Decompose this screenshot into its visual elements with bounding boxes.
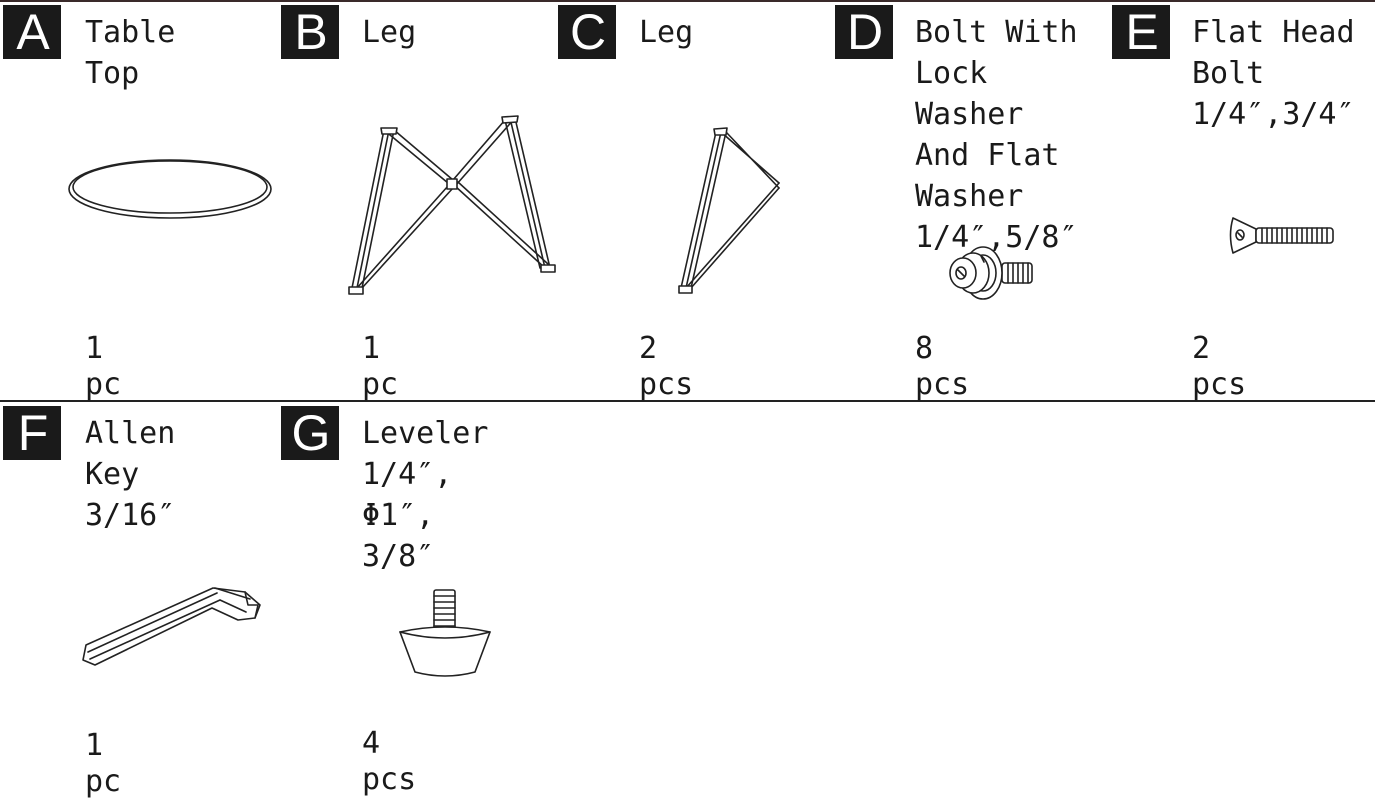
- part-quantity: 1 pc: [362, 331, 399, 402]
- leveler-icon: [399, 589, 491, 677]
- part-name: Leg: [362, 15, 417, 50]
- part-name: Flat Head Bolt 1/4″,3/4″: [1192, 15, 1355, 132]
- part-letter-badge: G: [281, 406, 339, 460]
- part-name: Table Top: [85, 15, 176, 91]
- part-name: Allen Key 3/16″: [85, 416, 176, 533]
- part-name: Leveler 1/4″, Φ1″, 3/8″: [362, 416, 489, 574]
- allen-key-icon: [82, 587, 261, 666]
- part-letter-badge: C: [558, 5, 616, 59]
- part-letter-badge: F: [3, 406, 61, 460]
- leg-b-icon: [348, 115, 556, 295]
- part-quantity: 1 pc: [85, 331, 122, 402]
- part-quantity: 2 pcs: [639, 331, 694, 402]
- part-name: Leg: [639, 15, 694, 50]
- part-quantity: 2 pcs: [1192, 331, 1247, 402]
- part-letter-badge: E: [1112, 5, 1170, 59]
- part-quantity: 4 pcs: [362, 726, 417, 797]
- part-quantity: 1 pc: [85, 728, 122, 799]
- flat-head-bolt-icon: [1229, 217, 1334, 254]
- row-divider: [0, 400, 1375, 402]
- part-quantity: 8 pcs: [915, 331, 970, 402]
- leg-c-icon: [678, 127, 780, 294]
- table-top-icon: [68, 159, 272, 219]
- part-letter-badge: B: [281, 5, 339, 59]
- part-name: Bolt With Lock Washer And Flat Washer 1/…: [915, 15, 1078, 255]
- part-letter-badge: D: [835, 5, 893, 59]
- part-letter-badge: A: [3, 5, 61, 59]
- bolt-with-washers-icon: [949, 246, 1033, 300]
- top-divider: [0, 0, 1375, 2]
